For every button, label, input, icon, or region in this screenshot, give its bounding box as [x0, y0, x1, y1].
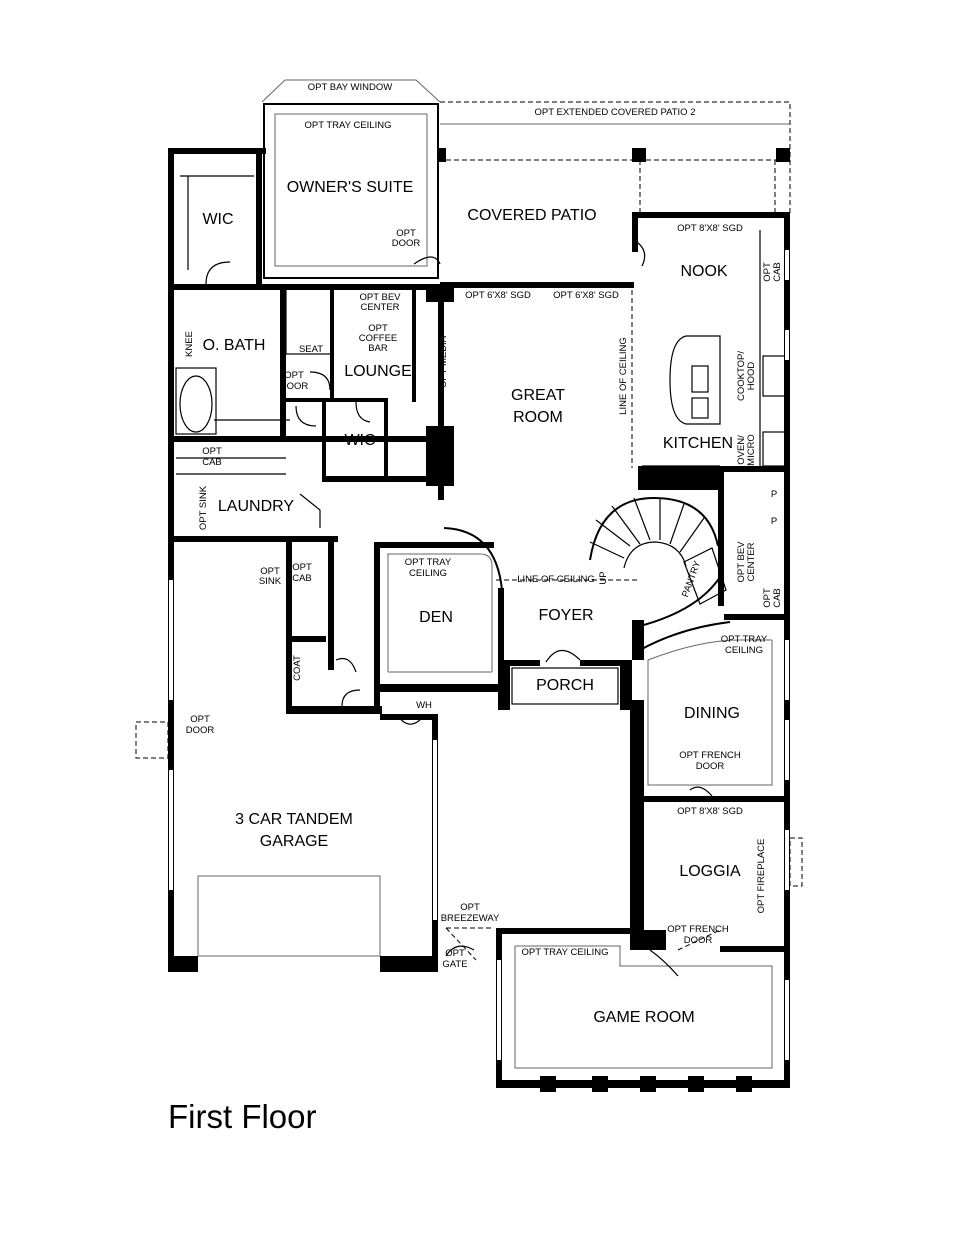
label-opt-coffee-bar-line1: OPT [368, 323, 388, 334]
room-game-room: GAME ROOM [593, 1009, 694, 1026]
label-oven-line2: MICRO [746, 434, 757, 466]
label-opt-door-owner-1: OPT [396, 228, 416, 239]
room-owners-suite: OWNER'S SUITE [287, 179, 414, 196]
room-labels: OWNER'S SUITE COVERED PATIO WIC NOOK O. … [202, 179, 741, 1026]
label-opt-cab-nook-1: OPT [762, 262, 773, 282]
label-opt-tray-ceiling-den-line1: OPT TRAY [405, 557, 452, 568]
label-opt-coffee-bar-line2: COFFEE [359, 333, 398, 344]
room-den: DEN [419, 609, 453, 626]
label-opt-french-door-dining-line1: OPT FRENCH [679, 750, 741, 761]
note-labels: OPT BAY WINDOW OPT EXTENDED COVERED PATI… [184, 82, 783, 970]
label-opt-breezeway-line2: BREEZEWAY [441, 913, 500, 924]
label-opt-tray-ceiling-den-line2: CEILING [409, 568, 447, 579]
room-o-bath: O. BATH [203, 337, 266, 354]
label-opt-extended-covered-patio: OPT EXTENDED COVERED PATIO 2 [534, 107, 695, 118]
label-up: UP [598, 571, 609, 584]
label-opt-bev-center-2-line1: OPT BEV [736, 541, 747, 583]
label-opt-sink-garage-line2: SINK [259, 576, 282, 587]
label-opt-bev-center-1-line2: CENTER [360, 302, 399, 313]
label-cooktop-line1: COOKTOP/ [736, 351, 747, 401]
label-seat: SEAT [299, 344, 323, 355]
page-title: First Floor [168, 1098, 317, 1135]
label-opt-8x8-sgd-nook: OPT 8'X8' SGD [677, 223, 743, 234]
label-line-of-ceiling-foyer: LINE OF CEILING [517, 574, 595, 585]
optional-outlines [135, 79, 803, 1069]
doors [205, 239, 727, 977]
room-foyer: FOYER [538, 607, 593, 624]
label-opt-cab-laundry-line2: CAB [202, 457, 222, 468]
label-cooktop-line2: HOOD [746, 362, 757, 391]
room-dining: DINING [684, 705, 740, 722]
label-opt-door-bath-line2: DOOR [280, 381, 309, 392]
label-opt-door-garage-line2: DOOR [186, 725, 215, 736]
label-knee: KNEE [184, 331, 195, 357]
label-opt-cab-garage-line1: OPT [292, 562, 312, 573]
label-opt-fireplace: OPT FIREPLACE [756, 839, 767, 914]
label-opt-bev-center-2-line2: CENTER [746, 542, 757, 581]
label-opt-bay-window: OPT BAY WINDOW [308, 82, 392, 93]
room-wic-owner: WIC [202, 211, 233, 228]
label-opt-sink-laundry: OPT SINK [198, 485, 209, 530]
label-opt-tray-ceiling-owner: OPT TRAY CEILING [305, 120, 392, 131]
label-opt-6x8-sgd-1: OPT 6'X8' SGD [465, 290, 531, 301]
label-oven-line1: OVEN/ [736, 435, 747, 465]
label-opt-bev-center-1-line1: OPT BEV [359, 292, 401, 303]
label-pantry-p1: P [771, 489, 777, 500]
label-opt-french-door-dining-line2: DOOR [696, 761, 725, 772]
label-opt-cab-pantry-line2: CAB [772, 588, 783, 608]
label-opt-sink-garage-line1: OPT [260, 566, 280, 577]
room-laundry: LAUNDRY [218, 498, 295, 515]
label-opt-breezeway-line1: OPT [460, 902, 480, 913]
label-opt-gate-line2: GATE [442, 959, 467, 970]
label-opt-8x8-sgd-loggia: OPT 8'X8' SGD [677, 806, 743, 817]
label-pantry: PANTRY [680, 559, 703, 599]
room-porch: PORCH [536, 677, 594, 694]
room-great-room-line1: GREAT [511, 387, 565, 404]
room-garage-line1: 3 CAR TANDEM [235, 811, 353, 828]
label-pantry-p2: P [771, 516, 777, 527]
label-opt-tray-ceiling-game: OPT TRAY CEILING [522, 947, 609, 958]
label-opt-cab-laundry-line1: OPT [202, 446, 222, 457]
label-opt-tray-ceiling-dining-line2: CEILING [725, 645, 763, 656]
label-opt-cab-nook-2: CAB [772, 262, 783, 282]
label-opt-door-garage-line1: OPT [190, 714, 210, 725]
walls [168, 103, 790, 1092]
label-opt-cab-pantry-line1: OPT [762, 588, 773, 608]
label-coat: COAT [292, 655, 303, 681]
room-garage-line2: GARAGE [260, 833, 328, 850]
label-wh: WH [416, 700, 432, 711]
label-opt-gate-line1: OPT [445, 948, 465, 959]
room-wic-lounge: WIC [344, 432, 375, 449]
room-loggia: LOGGIA [679, 863, 741, 880]
label-opt-door-bath-line1: OPT [284, 370, 304, 381]
label-opt-coffee-bar-line3: BAR [368, 343, 388, 354]
room-covered-patio: COVERED PATIO [467, 207, 596, 224]
label-opt-6x8-sgd-2: OPT 6'X8' SGD [553, 290, 619, 301]
room-lounge: LOUNGE [344, 363, 412, 380]
room-nook: NOOK [680, 263, 727, 280]
room-kitchen: KITCHEN [663, 435, 733, 452]
label-opt-media: OPT MEDIA [438, 335, 449, 388]
room-great-room-line2: ROOM [513, 409, 563, 426]
label-opt-tray-ceiling-dining-line1: OPT TRAY [721, 634, 768, 645]
label-opt-door-owner-2: DOOR [392, 238, 421, 249]
label-opt-french-door-loggia-line2: DOOR [684, 935, 713, 946]
label-opt-cab-garage-line2: CAB [292, 573, 312, 584]
label-opt-french-door-loggia-line1: OPT FRENCH [667, 924, 729, 935]
label-line-of-ceiling-great: LINE OF CEILING [618, 337, 629, 415]
